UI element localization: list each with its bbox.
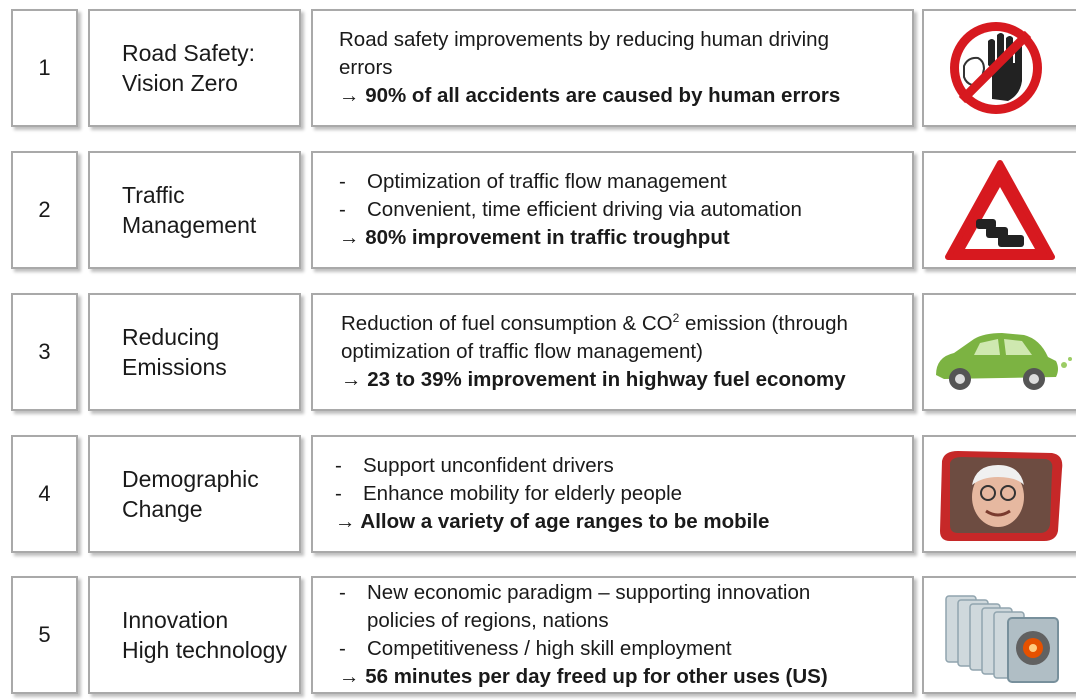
- superscript: 2: [672, 311, 680, 325]
- category-line: Management: [122, 212, 257, 238]
- category-line: High technology: [122, 637, 287, 663]
- traffic-jam-warning-sign-icon: [945, 160, 1055, 260]
- table-row: 3 Reducing Emissions Reduction of fuel c…: [0, 293, 1076, 417]
- category-line: Change: [122, 496, 203, 522]
- description-cell: Road safety improvements by reducing hum…: [311, 9, 914, 127]
- category-line: Reducing: [122, 324, 220, 350]
- category-line: Road Safety:: [122, 40, 255, 66]
- table-row: 5 Innovation High technology -New econom…: [0, 576, 1076, 700]
- bullet-item: -Enhance mobility for elderly people: [335, 482, 683, 505]
- description-text: Road safety improvements by reducing hum…: [339, 26, 906, 110]
- table-row: 1 Road Safety: Vision Zero Road safety i…: [0, 9, 1076, 133]
- description-line: Reduction of fuel consumption & CO2 emis…: [341, 310, 906, 338]
- category-title: Traffic Management: [122, 180, 293, 240]
- row-number: 5: [38, 622, 51, 647]
- category-line: Traffic: [122, 182, 185, 208]
- bullet-text: Enhance mobility for elderly people: [363, 482, 683, 505]
- image-cell: [922, 435, 1076, 553]
- highlight-text: → 56 minutes per day freed up for other …: [339, 665, 828, 688]
- bullet-item: -Convenient, time efficient driving via …: [339, 198, 802, 221]
- description-line: Road safety improvements by reducing hum…: [339, 28, 829, 79]
- elderly-driver-mirror-icon: [940, 451, 1063, 541]
- highlight-text: → 80% improvement in traffic troughput: [339, 226, 730, 249]
- image-cell: [922, 151, 1076, 269]
- row-number: 4: [38, 481, 51, 506]
- bullet-item: -Support unconfident drivers: [335, 454, 614, 477]
- category-cell: Road Safety: Vision Zero: [88, 9, 301, 127]
- row-number-cell: 5: [11, 576, 78, 694]
- description-cell: -Optimization of traffic flow management…: [311, 151, 914, 269]
- description-fragment: emission (through: [679, 312, 848, 335]
- highlight-text: → Allow a variety of age ranges to be mo…: [335, 510, 770, 533]
- category-title: Road Safety: Vision Zero: [122, 38, 293, 98]
- bullet-item: -Optimization of traffic flow management: [339, 170, 727, 193]
- row-number-cell: 4: [11, 435, 78, 553]
- table-row: 2 Traffic Management -Optimization of tr…: [0, 151, 1076, 275]
- row-number-cell: 2: [11, 151, 78, 269]
- bullet-text: Support unconfident drivers: [363, 454, 614, 477]
- row-number-cell: 3: [11, 293, 78, 411]
- row-number: 2: [38, 197, 51, 222]
- category-title: Demographic Change: [122, 464, 293, 524]
- description-text: Reduction of fuel consumption & CO2 emis…: [341, 310, 906, 394]
- description-text: -Optimization of traffic flow management…: [339, 168, 906, 252]
- description-text: -New economic paradigm – supporting inno…: [339, 579, 906, 691]
- description-cell: -New economic paradigm – supporting inno…: [311, 576, 914, 694]
- highlight-text: → 90% of all accidents are caused by hum…: [339, 84, 841, 107]
- category-line: Demographic: [122, 466, 259, 492]
- category-cell: Traffic Management: [88, 151, 301, 269]
- category-cell: Innovation High technology: [88, 576, 301, 694]
- category-line: Innovation: [122, 607, 229, 633]
- description-cell: Reduction of fuel consumption & CO2 emis…: [311, 293, 914, 411]
- bullet-text: Convenient, time efficient driving via a…: [367, 198, 802, 221]
- row-number-cell: 1: [11, 9, 78, 127]
- category-line: Emissions: [122, 354, 227, 380]
- bullet-item: -New economic paradigm – supporting inno…: [339, 581, 811, 632]
- sensor-chips-icon: [945, 595, 1059, 683]
- bullet-text: Competitiveness / high skill employment: [367, 637, 732, 660]
- description-cell: -Support unconfident drivers -Enhance mo…: [311, 435, 914, 553]
- category-title: Reducing Emissions: [122, 322, 293, 382]
- category-title: Innovation High technology: [122, 605, 293, 665]
- description-line: optimization of traffic flow management): [341, 340, 703, 363]
- image-cell: [922, 293, 1076, 411]
- row-number: 3: [38, 339, 51, 364]
- bullet-text: Optimization of traffic flow management: [367, 170, 727, 193]
- row-number: 1: [38, 55, 51, 80]
- category-cell: Demographic Change: [88, 435, 301, 553]
- table-row: 4 Demographic Change -Support unconfiden…: [0, 435, 1076, 559]
- description-fragment: Reduction of fuel consumption & CO: [341, 312, 673, 335]
- green-leaf-car-icon: [936, 333, 1072, 390]
- category-line: Vision Zero: [122, 70, 238, 96]
- image-cell: [922, 9, 1076, 127]
- category-cell: Reducing Emissions: [88, 293, 301, 411]
- bullet-item: -Competitiveness / high skill employment: [339, 637, 732, 660]
- image-cell: [922, 576, 1076, 694]
- description-text: -Support unconfident drivers -Enhance mo…: [335, 452, 906, 536]
- highlight-text: → 23 to 39% improvement in highway fuel …: [341, 368, 846, 391]
- stop-hand-sign-icon: [950, 22, 1042, 114]
- bullet-text: New economic paradigm – supporting innov…: [367, 581, 811, 632]
